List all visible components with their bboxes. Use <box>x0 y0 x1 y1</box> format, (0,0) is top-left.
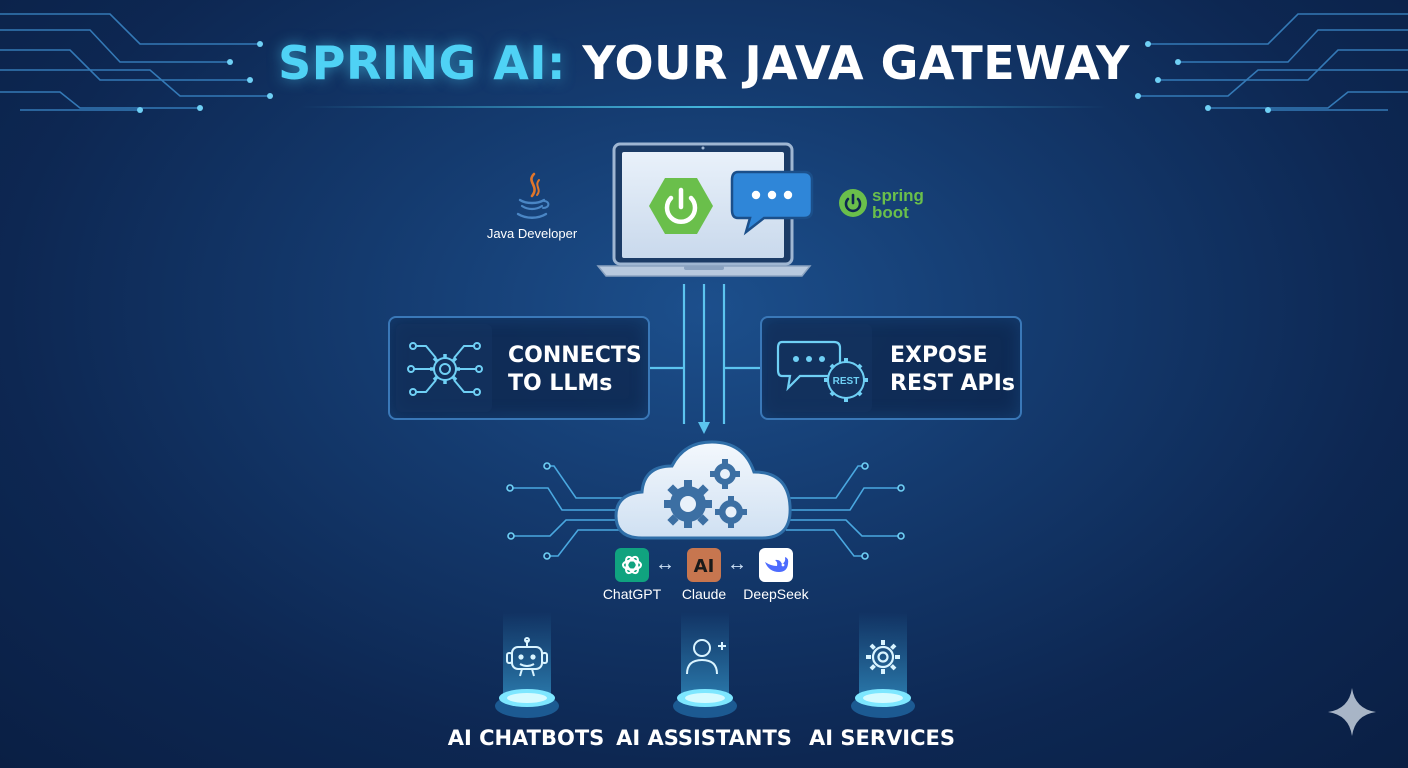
feature-line2: REST APIs <box>890 371 1015 396</box>
provider-separator: ↔ <box>727 553 747 575</box>
outcome-pedestal-assistants <box>673 612 737 718</box>
chat-bubble-icon <box>730 170 814 236</box>
cloud-circuit-left <box>506 462 626 560</box>
robot-icon <box>506 637 548 677</box>
feature-line2: TO LLMs <box>508 371 613 396</box>
spring-power-icon <box>649 178 713 234</box>
feature-expose-rest: REST EXPOSE REST APIs <box>760 316 1022 420</box>
outcome-pedestal-services <box>851 612 915 718</box>
circuit-decoration-right <box>1135 13 1408 113</box>
provider-label-claude: Claude <box>681 586 727 602</box>
page-title: SPRING AI: YOUR JAVA GATEWAY <box>0 36 1408 90</box>
java-coffee-icon <box>516 172 550 219</box>
feature-connects-llms-text: CONNECTS TO LLMs <box>508 342 642 398</box>
cloud-gears-icon <box>614 440 792 540</box>
title-accent: SPRING AI: <box>278 36 566 90</box>
network-gear-icon <box>407 342 483 396</box>
user-add-icon <box>686 639 726 675</box>
spring-boot-logo-icon <box>839 189 867 217</box>
provider-label-chatgpt: ChatGPT <box>602 586 662 602</box>
spring-logo-line2: boot <box>872 203 909 222</box>
provider-separator: ↔ <box>655 553 675 575</box>
outcome-label-assistants: AI ASSISTANTS <box>616 726 792 750</box>
gear-icon <box>866 640 900 674</box>
circuit-decoration-left <box>0 13 273 113</box>
rest-badge-text: REST <box>833 376 860 387</box>
feature-connects-llms: CONNECTS TO LLMs <box>388 316 650 420</box>
spring-boot-logo-text: spring boot <box>872 187 924 221</box>
title-underline <box>300 106 1108 108</box>
feature-expose-rest-text: EXPOSE REST APIs <box>890 342 1015 398</box>
central-connector <box>648 284 760 434</box>
rest-api-icon: REST <box>776 340 868 402</box>
deepseek-logo-icon <box>759 548 793 582</box>
spring-logo-line1: spring <box>872 186 924 205</box>
chatgpt-logo-icon <box>615 548 649 582</box>
java-developer-label: Java Developer <box>486 226 578 241</box>
feature-line1: EXPOSE <box>890 343 988 368</box>
sparkle-icon <box>1328 688 1376 736</box>
provider-label-deepseek: DeepSeek <box>743 586 809 602</box>
feature-line1: CONNECTS <box>508 343 642 368</box>
cloud-circuit-right <box>786 462 905 560</box>
claude-logo-icon: AI <box>687 548 721 582</box>
title-main: YOUR JAVA GATEWAY <box>582 36 1130 90</box>
outcome-label-services: AI SERVICES <box>809 726 955 750</box>
claude-logo-mark: AI <box>694 556 715 577</box>
outcome-label-chatbots: AI CHATBOTS <box>447 726 605 750</box>
